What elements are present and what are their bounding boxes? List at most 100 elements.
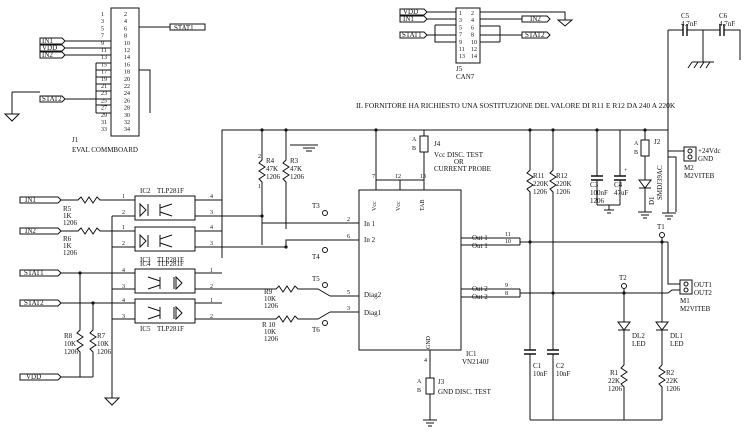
svg-text:10K: 10K — [264, 295, 276, 303]
svg-text:T1: T1 — [657, 223, 665, 231]
svg-text:10nF: 10nF — [533, 370, 548, 378]
svg-text:A: A — [634, 141, 639, 147]
pin-number: 23 — [101, 91, 107, 97]
pin-number: 15 — [101, 62, 107, 68]
c6-ref: C6 — [719, 12, 728, 20]
svg-text:C2: C2 — [556, 362, 565, 370]
svg-text:OUT2: OUT2 — [694, 289, 712, 297]
resistor-r4: 2 R4 47K 1206 1 — [258, 130, 281, 245]
pin-number: 7 — [101, 34, 104, 40]
pin-number: 10 — [124, 41, 130, 47]
svg-text:R3: R3 — [290, 157, 299, 165]
svg-text:GND: GND — [698, 155, 713, 163]
test-point-t1: T1 — [657, 223, 665, 238]
resistor-r3: R3 47K 1206 — [282, 130, 305, 229]
j5-ref: J5 — [456, 65, 463, 73]
net-vdd-j5: VDD — [403, 8, 418, 16]
svg-text:R12: R12 — [556, 172, 568, 180]
pin-number: 14 — [124, 55, 130, 61]
pin-number: 5 — [101, 26, 104, 32]
svg-text:A: A — [412, 137, 417, 143]
svg-text:1: 1 — [210, 268, 213, 274]
svg-text:1206: 1206 — [64, 348, 79, 356]
net-stat2-input: STAT2 — [24, 299, 44, 307]
test-point-t2: T2 — [619, 274, 627, 289]
svg-text:5: 5 — [347, 290, 350, 296]
pin-number: 2 — [471, 11, 474, 17]
pin-number: 12 — [471, 47, 477, 53]
svg-text:220K: 220K — [533, 180, 549, 188]
pin-number: 14 — [471, 54, 477, 60]
optocoupler-ic2: IC2 TLP281F 1 2 4 3 — [112, 187, 262, 221]
svg-text:C3: C3 — [590, 181, 599, 189]
svg-text:Vcc: Vcc — [372, 201, 378, 211]
resistor-r7: R7 10K 1206 — [89, 301, 112, 377]
svg-text:2: 2 — [122, 241, 125, 247]
svg-text:LED: LED — [632, 340, 646, 348]
svg-text:1206: 1206 — [666, 385, 681, 393]
svg-text:1206: 1206 — [290, 173, 305, 181]
ground-symbol-d1 — [638, 211, 652, 219]
ground-symbol-j5 — [556, 19, 574, 27]
svg-text:3: 3 — [210, 241, 213, 247]
svg-text:47K: 47K — [290, 165, 302, 173]
svg-text:2: 2 — [258, 154, 261, 160]
svg-text:In 1: In 1 — [364, 220, 376, 228]
svg-text:100nF: 100nF — [590, 189, 608, 197]
svg-text:M2VITEB: M2VITEB — [684, 172, 715, 180]
capacitor-c2: C2 10nF — [547, 349, 571, 420]
svg-text:22K: 22K — [608, 377, 620, 385]
svg-text:Vcc: Vcc — [396, 201, 402, 211]
pin-number: 11 — [101, 48, 107, 54]
svg-text:R 10: R 10 — [262, 321, 276, 329]
svg-text:Vcc DISC. TEST: Vcc DISC. TEST — [434, 151, 484, 159]
svg-text:TAB: TAB — [420, 199, 426, 211]
svg-text:T6: T6 — [312, 326, 320, 334]
svg-text:10K: 10K — [64, 340, 76, 348]
svg-text:R5: R5 — [63, 205, 72, 213]
svg-text:3: 3 — [122, 314, 125, 320]
svg-text:1206: 1206 — [590, 197, 605, 205]
svg-text:+24Vdc: +24Vdc — [698, 147, 721, 155]
svg-text:1206: 1206 — [266, 173, 281, 181]
connector-j2: A B J2 — [634, 130, 661, 180]
svg-text:IC4: IC4 — [140, 260, 151, 268]
pin-number: 29 — [101, 113, 107, 119]
svg-text:B: B — [412, 146, 416, 152]
net-in1-j5: IN1 — [403, 15, 414, 23]
net-stat1-j5: STAT1 — [402, 31, 422, 39]
svg-text:OUT1: OUT1 — [694, 281, 712, 289]
led-dl2: DL2 LED — [617, 293, 646, 365]
svg-text:47K: 47K — [266, 165, 278, 173]
svg-text:TLP281F: TLP281F — [157, 187, 184, 195]
svg-text:1206: 1206 — [533, 188, 548, 196]
svg-text:220K: 220K — [556, 180, 572, 188]
pin-number: 2 — [124, 12, 127, 18]
net-in1-j1: IN1 — [42, 37, 53, 45]
svg-text:3: 3 — [122, 284, 125, 290]
svg-text:VN2140J: VN2140J — [462, 358, 489, 366]
svg-text:8: 8 — [505, 291, 508, 297]
pin-number: 1 — [459, 11, 462, 17]
pin-number: 21 — [101, 84, 107, 90]
j5-name: CAN7 — [456, 73, 475, 81]
svg-text:1206: 1206 — [63, 249, 78, 257]
ground-symbol-input — [103, 397, 121, 406]
svg-text:1K: 1K — [63, 242, 72, 250]
svg-text:D1: D1 — [648, 196, 656, 205]
pin-number: 32 — [124, 120, 130, 126]
pin-number: 16 — [124, 62, 130, 68]
c6-value: 4.7nF — [719, 20, 735, 28]
svg-text:10: 10 — [505, 239, 511, 245]
svg-text:2: 2 — [122, 210, 125, 216]
svg-text:47uF: 47uF — [614, 189, 629, 197]
pin-number: 5 — [459, 25, 462, 31]
test-point-t6: T6 — [312, 320, 328, 334]
svg-text:12: 12 — [395, 174, 401, 180]
svg-text:4: 4 — [122, 298, 125, 304]
resistor-r5: R5 1K 1206 — [61, 196, 135, 227]
